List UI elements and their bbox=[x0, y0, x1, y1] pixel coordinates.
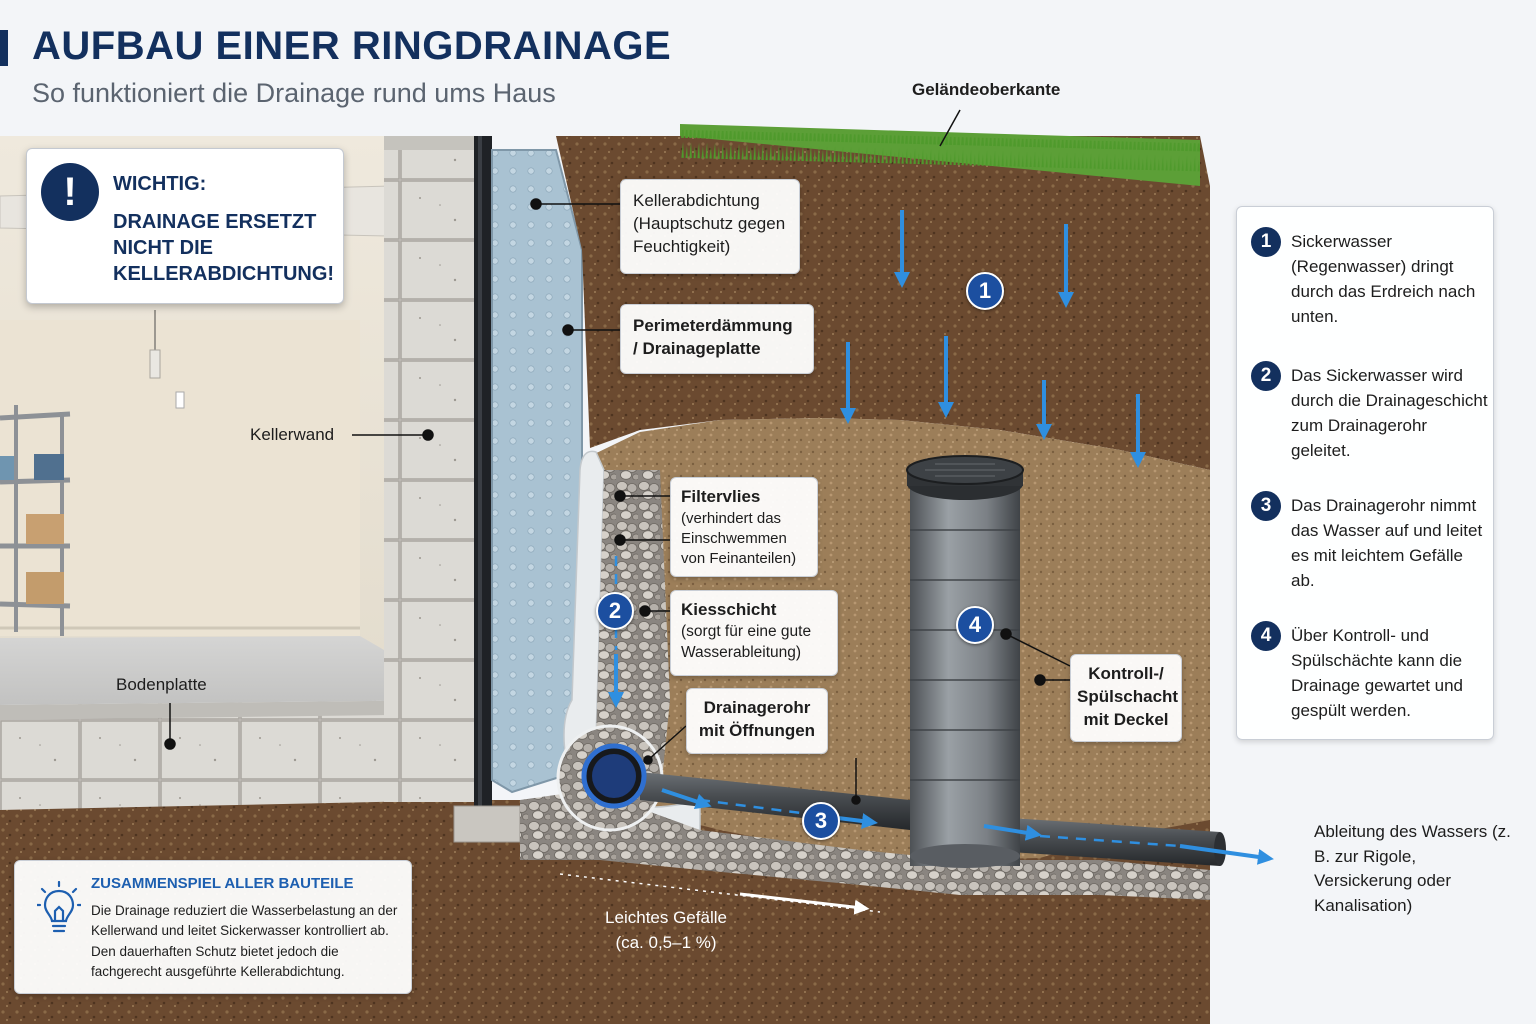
callout-kiesschicht-title: Kiesschicht bbox=[681, 600, 777, 619]
page-title: AUFBAU EINER RINGDRAINAGE bbox=[32, 24, 672, 68]
slope-line bbox=[559, 873, 881, 913]
important-heading: WICHTIG: bbox=[113, 173, 207, 195]
label-kellerwand: Kellerwand bbox=[250, 425, 335, 444]
step-number: 1 bbox=[1251, 227, 1281, 257]
callout-kellerabdichtung-title: Kellerabdichtung bbox=[633, 191, 760, 210]
callout-filtervlies: Filtervlies (verhindert das Einschwemmen… bbox=[670, 477, 818, 577]
marker-4: 4 bbox=[956, 606, 994, 644]
marker-3: 3 bbox=[802, 802, 840, 840]
marker-1: 1 bbox=[966, 272, 1004, 310]
basement-floor bbox=[0, 636, 470, 705]
callout-perimeter-text: Perimeterdämmung / Drainageplatte bbox=[633, 316, 793, 358]
step-text: Über Kontroll- und Spülschächte kann die… bbox=[1291, 626, 1464, 721]
important-text: DRAINAGE ERSETZT NICHT DIE KELLERABDICHT… bbox=[113, 211, 335, 285]
label-gelaendeoberkante: Geländeoberkante bbox=[912, 80, 1061, 99]
callout-kellerabdichtung-desc: (Hauptschutz gegen Feuchtigkeit) bbox=[633, 213, 786, 256]
steps-panel: 1 Sickerwasser (Regenwasser) dringt durc… bbox=[1236, 206, 1494, 740]
callout-perimeter: Perimeterdämmung / Drainageplatte bbox=[620, 304, 814, 374]
drainage-pipe bbox=[640, 772, 910, 830]
label-bodenplatte: Bodenplatte bbox=[116, 675, 207, 694]
callout-kiesschicht-desc: (sorgt für eine gute Wasserableitung) bbox=[681, 622, 812, 661]
storage-shelf bbox=[0, 405, 71, 636]
callout-filtervlies-desc: (verhindert das Einschwemmen von Feinant… bbox=[681, 509, 797, 568]
step-number: 2 bbox=[1251, 361, 1281, 391]
leader-lines bbox=[164, 109, 1071, 805]
bodenplatte-slab bbox=[0, 700, 470, 810]
info-box: ZUSAMMENSPIEL ALLER BAUTEILE Die Drainag… bbox=[14, 860, 412, 994]
step-number: 4 bbox=[1251, 621, 1281, 651]
callout-schacht: Kontroll-/ Spülschacht mit Deckel bbox=[1070, 654, 1182, 742]
seepage-arrows bbox=[608, 210, 1274, 865]
kellerwand-blocks bbox=[384, 136, 474, 746]
info-text: Die Drainage reduziert die Wasserbelastu… bbox=[91, 903, 398, 979]
callout-schacht-text: Kontroll-/ Spülschacht mit Deckel bbox=[1077, 664, 1179, 729]
callout-drainagerohr-text: Drainagerohr mit Öffnungen bbox=[698, 698, 816, 740]
step-text: Das Sickerwasser wird durch die Drainage… bbox=[1291, 366, 1488, 461]
label-gefaelle: Leichtes Gefälle (ca. 0,5–1 %) bbox=[605, 908, 727, 952]
callout-filtervlies-title: Filtervlies bbox=[681, 487, 761, 506]
page-subtitle: So funktioniert die Drainage rund ums Ha… bbox=[32, 78, 556, 108]
title-accent-bar bbox=[0, 30, 8, 66]
exclamation-icon: ! bbox=[41, 163, 99, 221]
step-text: Das Drainagerohr nimmt das Wasser auf un… bbox=[1291, 496, 1483, 591]
info-heading: ZUSAMMENSPIEL ALLER BAUTEILE bbox=[91, 875, 354, 892]
important-notice: ! WICHTIG: DRAINAGE ERSETZT NICHT DIE KE… bbox=[26, 148, 344, 304]
callout-drainagerohr: Drainagerohr mit Öffnungen bbox=[686, 688, 828, 754]
label-ableitung: Ableitung des Wassers (z. B. zur Rigole,… bbox=[1314, 822, 1511, 915]
slope-arrow bbox=[739, 892, 870, 915]
abdichtung-layer bbox=[474, 136, 492, 816]
callout-kellerabdichtung: Kellerabdichtung (Hauptschutz gegen Feuc… bbox=[620, 179, 800, 274]
perimeter-plate bbox=[492, 150, 582, 792]
lightbulb-icon bbox=[37, 881, 81, 933]
gravel-bed bbox=[520, 790, 1210, 900]
kiesschicht bbox=[584, 470, 670, 800]
kontrollschacht bbox=[906, 455, 1024, 868]
step-number: 3 bbox=[1251, 491, 1281, 521]
marker-2: 2 bbox=[596, 592, 634, 630]
callout-kiesschicht: Kiesschicht (sorgt für eine gute Wassera… bbox=[670, 590, 838, 676]
step-text: Sickerwasser (Regenwasser) dringt durch … bbox=[1291, 232, 1476, 327]
